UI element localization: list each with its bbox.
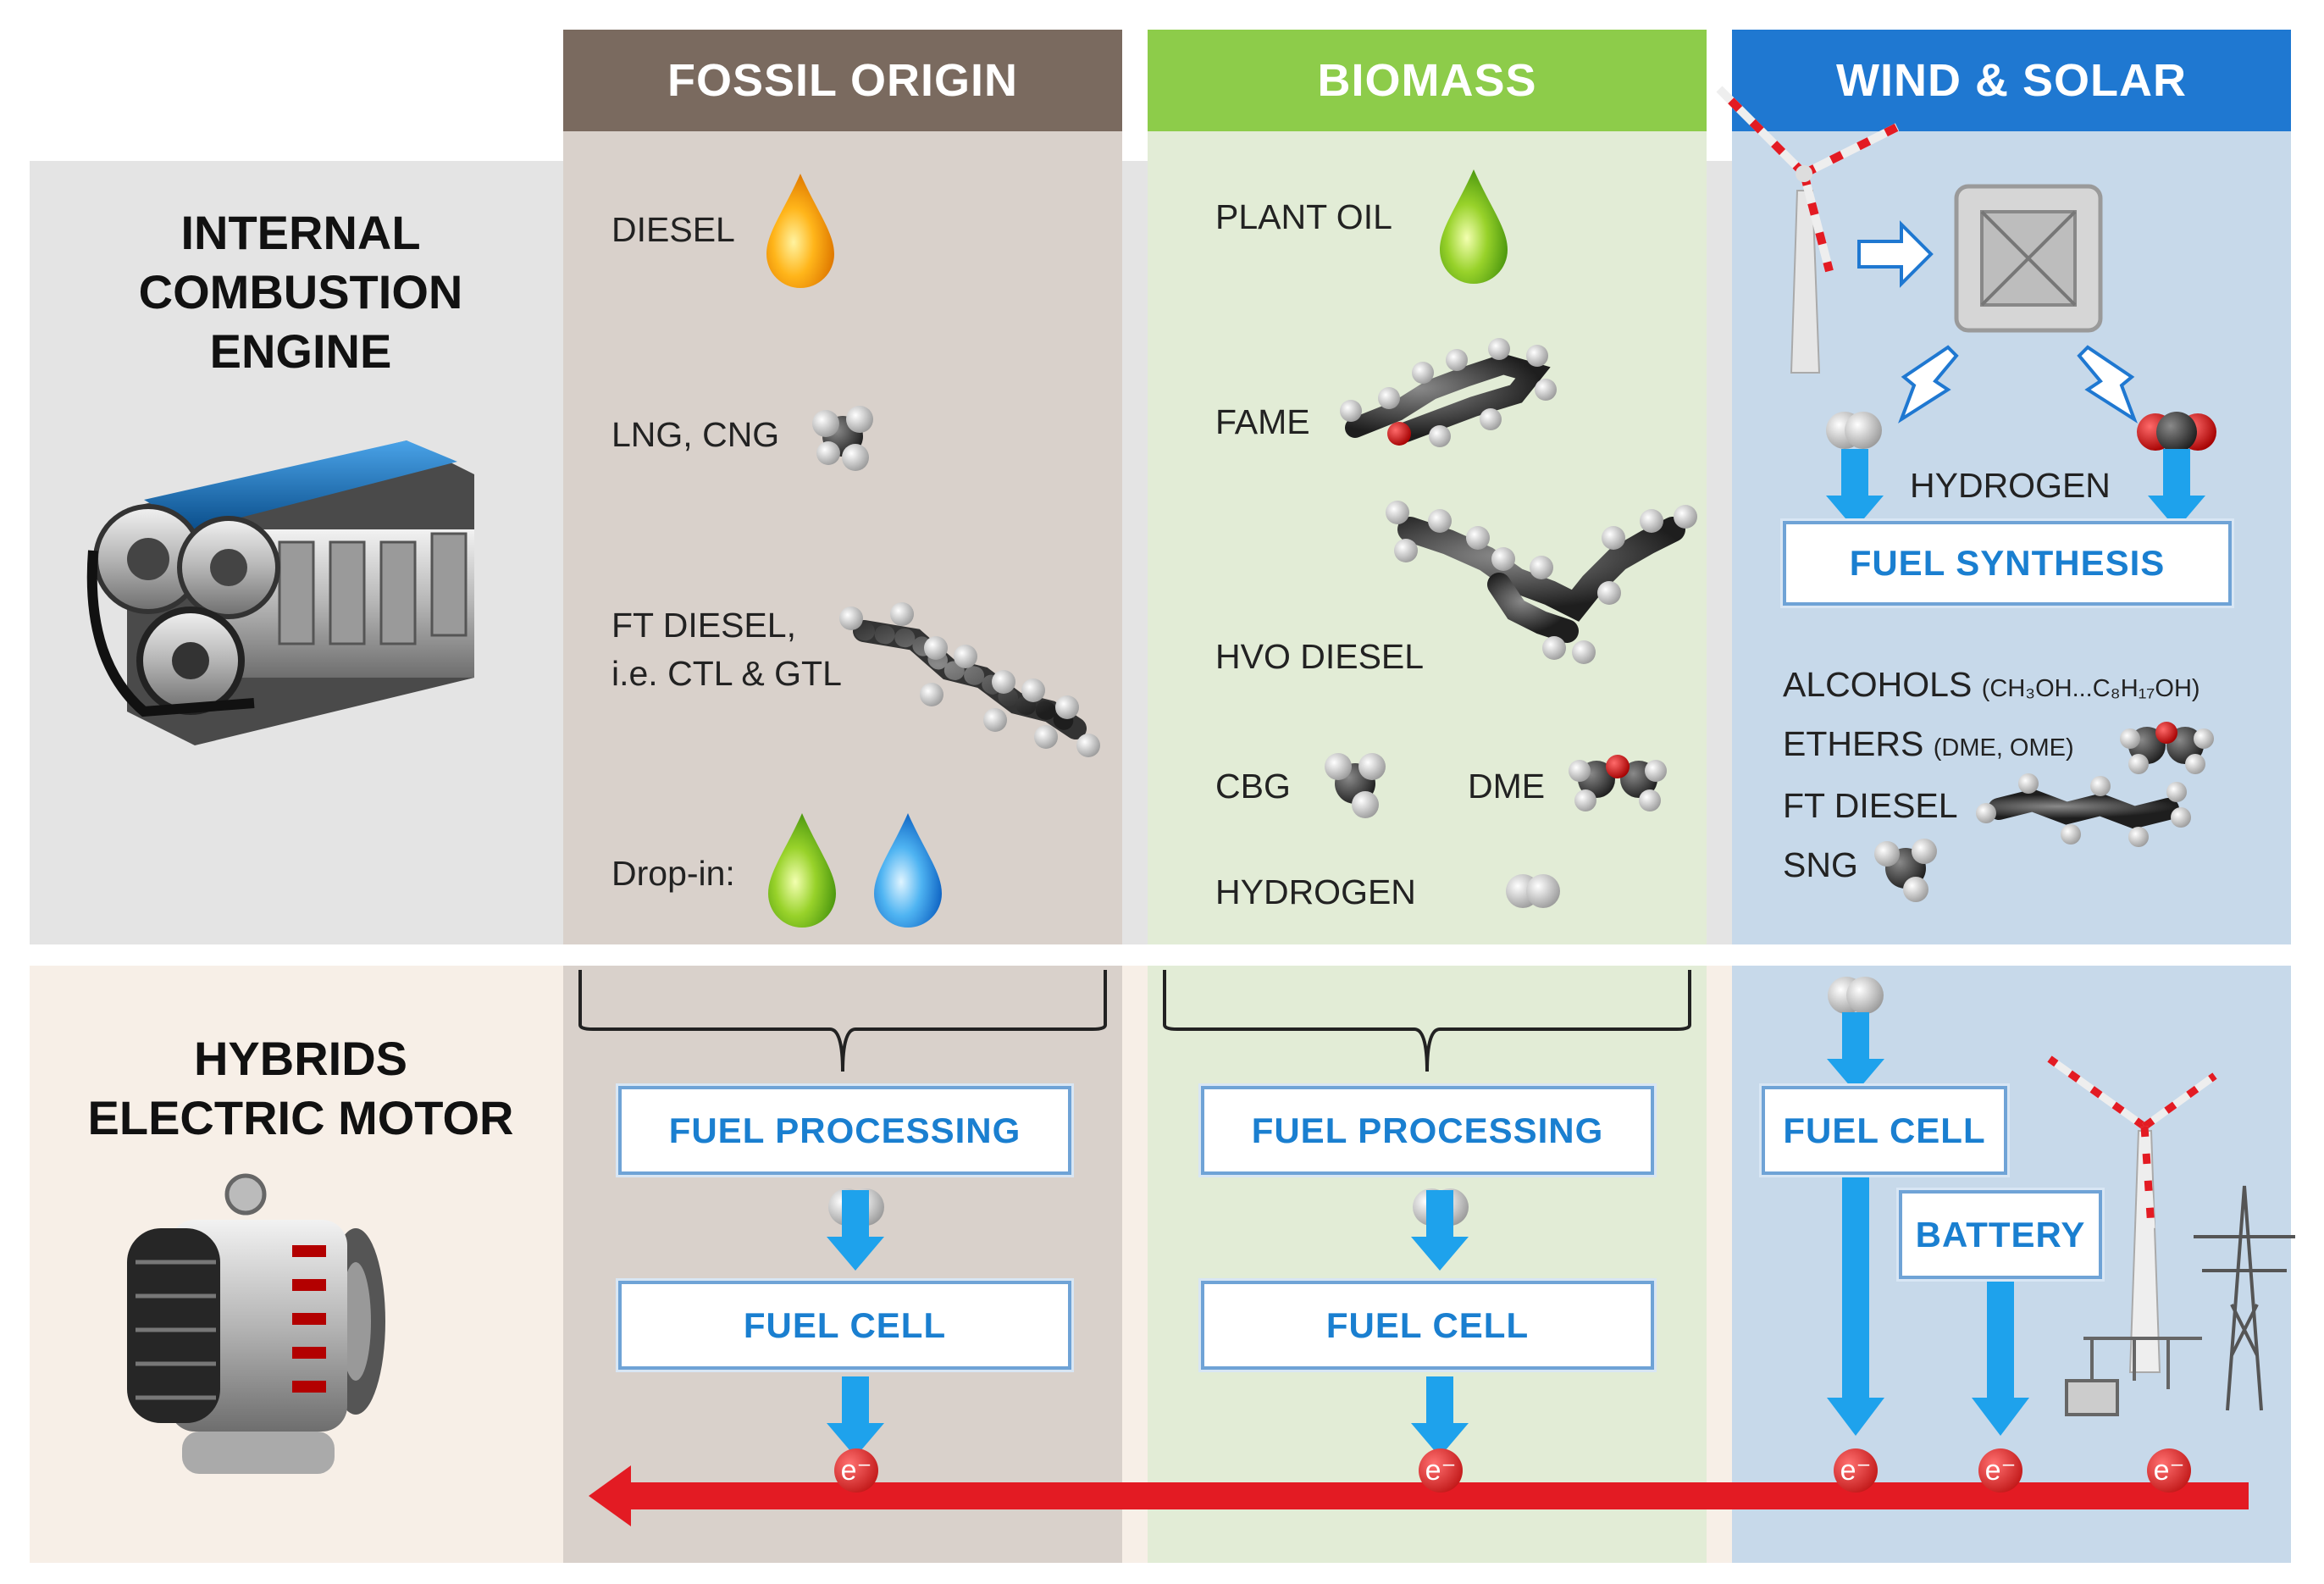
electron-marker-fossil: e⁻	[834, 1448, 878, 1493]
row-divider	[30, 944, 2291, 966]
ws-fuel-cell-arrowhead	[1827, 1398, 1884, 1436]
fossil-lng-cng-label: LNG, CNG	[611, 415, 780, 454]
sng-molecule-icon	[1874, 839, 1937, 902]
fossil-origin-header: FOSSIL ORIGIN	[563, 30, 1122, 131]
biomass-hydrogen-label: HYDROGEN	[1215, 872, 1416, 911]
fossil-fuel-cell-box: FUEL CELL	[618, 1281, 1071, 1370]
drop-in-blue-droplet-icon	[874, 813, 942, 928]
ws-ft-diesel-label: FT DIESEL	[1783, 786, 1958, 825]
ws-hydrogen-molecule-icon	[1826, 412, 1882, 449]
electrolyser-icon	[1954, 184, 2103, 333]
biomass-hvo-diesel-label: HVO DIESEL	[1215, 637, 1425, 676]
battery-arrow	[1987, 1279, 2014, 1402]
ws-ft-diesel-molecule-icon	[1976, 773, 2191, 847]
co2-molecule-icon	[2137, 412, 2216, 452]
co2-down-arrow-right	[2148, 449, 2205, 529]
fuel-synthesis-box: FUEL SYNTHESIS	[1783, 521, 2232, 606]
lower-wind-turbine-icon	[2047, 1055, 2217, 1373]
electrolyser-arrow-icon	[1857, 220, 1934, 288]
fossil-ft-diesel-label: FT DIESEL,	[611, 606, 796, 645]
ice-label-line2: COMBUSTION	[138, 265, 463, 318]
electron-marker-ws-fuel-cell: e⁻	[1834, 1448, 1878, 1493]
hydrogen-down-arrow-left	[1826, 449, 1884, 529]
plant-oil-droplet-icon	[1440, 169, 1508, 284]
fossil-bracket	[578, 970, 1107, 1072]
ethers-molecule-icon	[2120, 722, 2214, 774]
methane-molecule-icon	[812, 406, 873, 471]
hydrogen-molecule-icon	[1506, 874, 1560, 908]
electron-marker-battery: e⁻	[1978, 1448, 2022, 1493]
split-right-arrow-icon	[2077, 345, 2138, 424]
split-left-arrow-icon	[1898, 345, 1959, 424]
biomass-bracket	[1163, 970, 1691, 1072]
battery-box: BATTERY	[1899, 1190, 2102, 1279]
fossil-drop-in-label: Drop-in:	[611, 854, 735, 893]
wind-turbine-icon	[1716, 86, 1900, 374]
ws-ethers-label: ETHERS	[1783, 724, 1924, 763]
wind-solar-header: WIND & SOLAR	[1732, 30, 2291, 131]
combustion-engine-icon	[86, 440, 474, 745]
fossil-ctl-gtl-label: i.e. CTL & GTL	[611, 654, 842, 693]
ws-ethers-row: ETHERS (DME, OME)	[1783, 724, 2074, 764]
battery-arrowhead	[1972, 1398, 2029, 1436]
power-pylon-icon	[2194, 1185, 2295, 1411]
diesel-droplet-icon	[766, 174, 834, 288]
hybrid-row-label: HYBRIDS ELECTRIC MOTOR	[51, 1029, 551, 1148]
electron-marker-biomass: e⁻	[1419, 1448, 1463, 1493]
biomass-fuel-processing-box: FUEL PROCESSING	[1201, 1086, 1654, 1175]
ws-fuel-cell-long-arrow	[1842, 1173, 1869, 1402]
biomass-plant-oil-label: PLANT OIL	[1215, 197, 1392, 236]
ws-alcohols-row: ALCOHOLS (CH₃OH...C₈H₁₇OH)	[1783, 665, 2200, 705]
biomass-cbg-label: CBG	[1215, 767, 1291, 806]
ws-sng-label: SNG	[1783, 845, 1858, 884]
substation-icon	[2065, 1337, 2202, 1416]
ws-alcohols-note: (CH₃OH...C₈H₁₇OH)	[1981, 675, 2200, 702]
ws-ethers-note: (DME, OME)	[1933, 734, 2074, 762]
fossil-fuel-processing-box: FUEL PROCESSING	[618, 1086, 1071, 1175]
biomass-fuel-cell-box: FUEL CELL	[1201, 1281, 1654, 1370]
biomass-cell-arrow	[1411, 1376, 1469, 1457]
ice-row-label: INTERNAL COMBUSTION ENGINE	[51, 203, 551, 381]
ws-fuel-cell-box: FUEL CELL	[1762, 1086, 2007, 1175]
biomass-fame-label: FAME	[1215, 402, 1310, 441]
ft-diesel-molecule-icon	[839, 602, 1100, 757]
dme-molecule-icon	[1569, 755, 1667, 811]
hybrid-label-line2: ELECTRIC MOTOR	[87, 1091, 514, 1144]
fossil-diesel-label: DIESEL	[611, 210, 735, 249]
electron-marker-grid: e⁻	[2147, 1448, 2191, 1493]
fame-molecule-icon	[1340, 338, 1557, 447]
hybrid-label-line1: HYBRIDS	[193, 1032, 408, 1085]
fossil-cell-arrow	[827, 1376, 884, 1457]
ice-label-line1: INTERNAL	[180, 206, 421, 259]
electric-motor-icon	[127, 1173, 385, 1474]
drop-in-green-droplet-icon	[768, 813, 836, 928]
cbg-molecule-icon	[1325, 753, 1386, 818]
ws-lower-hydrogen-molecule-icon	[1828, 977, 1884, 1014]
hvo-diesel-molecule-icon	[1386, 501, 1697, 664]
ws-hydrogen-label: HYDROGEN	[1910, 466, 2111, 505]
ws-alcohols-label: ALCOHOLS	[1783, 665, 1973, 704]
biomass-header: BIOMASS	[1148, 30, 1707, 131]
ws-h2-to-fuel-cell-arrow	[1827, 1012, 1884, 1093]
ice-label-line3: ENGINE	[209, 324, 392, 378]
biomass-dme-label: DME	[1468, 767, 1546, 806]
